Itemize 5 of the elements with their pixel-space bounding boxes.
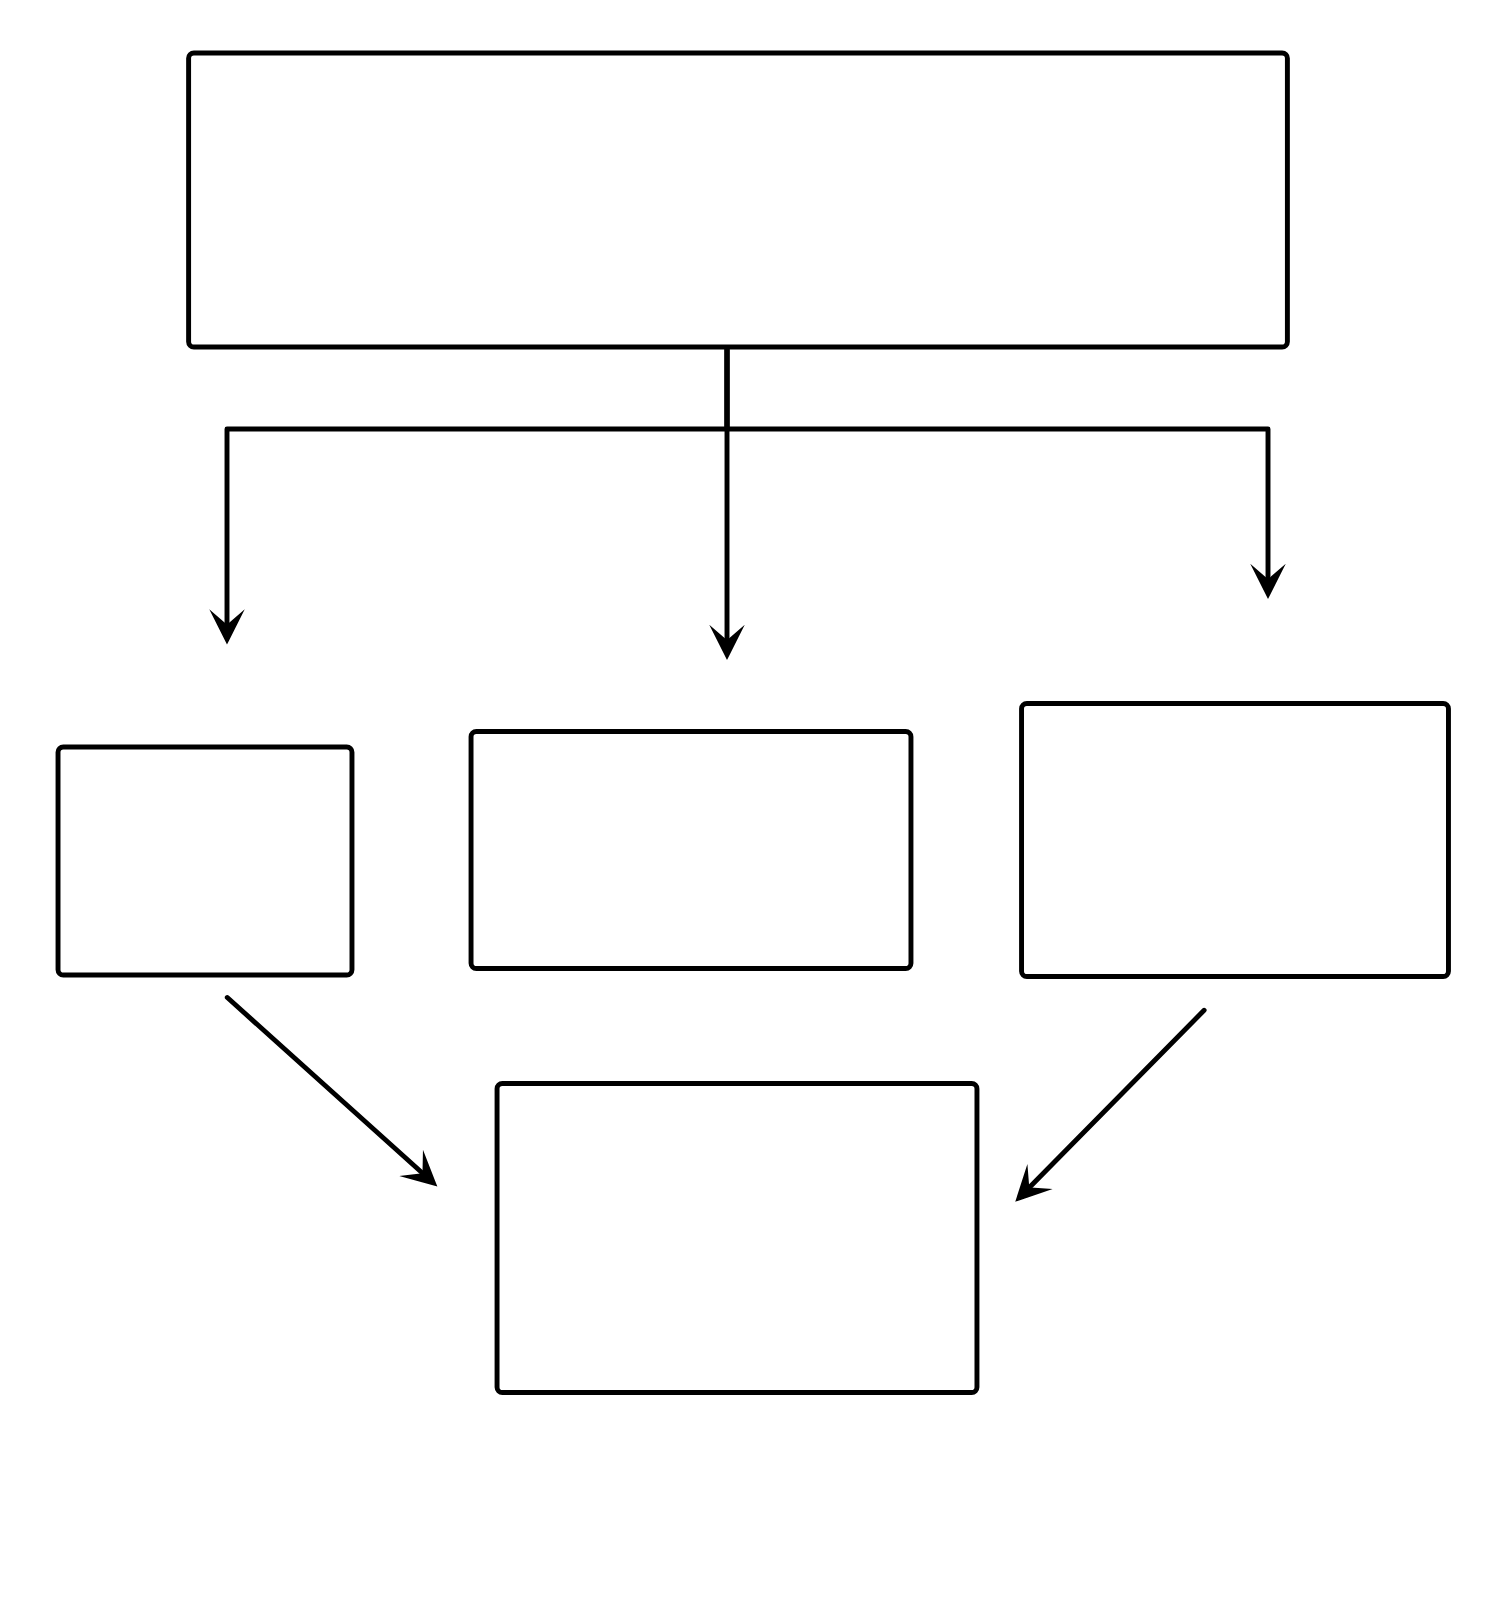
empty-box — [186, 50, 1290, 350]
empty-box — [55, 744, 355, 978]
empty-box — [468, 729, 914, 971]
empty-box — [494, 1081, 980, 1395]
empty-box — [1019, 701, 1451, 979]
